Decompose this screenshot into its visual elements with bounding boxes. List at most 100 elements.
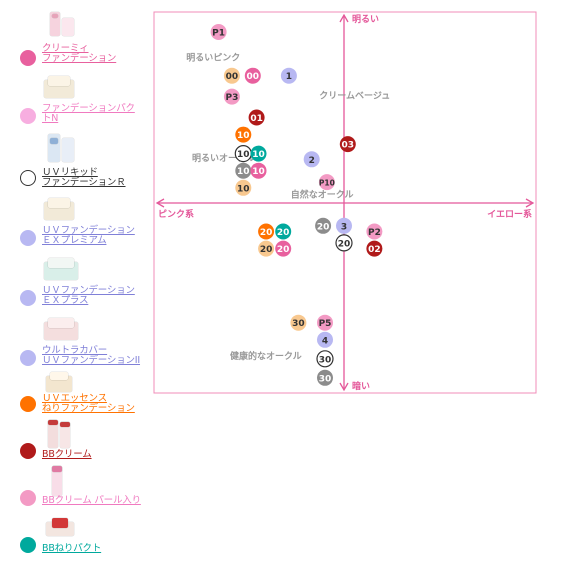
shade-point-marker	[258, 223, 275, 240]
shade-point-label: 10	[252, 167, 265, 177]
shade-point-marker	[317, 314, 333, 331]
shade-point-label: P3	[225, 93, 238, 103]
shade-point: 1	[280, 67, 297, 84]
shade-point-label: 10	[252, 150, 265, 160]
shade-point: 10	[250, 162, 267, 179]
shade-point: P3	[223, 88, 240, 105]
shade-point: 03	[339, 136, 356, 153]
shade-point-label: 3	[341, 222, 347, 232]
shade-point-marker	[223, 67, 240, 84]
shade-point-label: 20	[277, 245, 290, 255]
shade-point: 4	[317, 331, 333, 348]
legend-color-swatch	[20, 350, 36, 366]
shade-point-label: 10	[237, 131, 250, 141]
shade-point-marker	[303, 151, 320, 168]
shade-point: 20	[258, 240, 275, 257]
shade-point: 00	[223, 67, 240, 84]
shade-point-marker	[339, 136, 356, 153]
shade-point: 00	[244, 67, 261, 84]
legend-product-link[interactable]: ＵＶファンデーション ＥＸプラス	[42, 285, 135, 306]
shade-point-marker	[280, 67, 297, 84]
shade-point-label: 20	[260, 228, 273, 238]
shade-point-label: 30	[319, 355, 332, 365]
shade-point-marker	[315, 217, 332, 234]
legend-product-link[interactable]: BBクリーム パール入り	[42, 495, 141, 506]
shade-point-label: 2	[309, 156, 315, 166]
shade-point-label: 30	[319, 374, 332, 384]
shade-point-label: 00	[247, 72, 260, 82]
shade-point-marker	[248, 109, 265, 126]
shade-point-marker	[290, 314, 307, 331]
shade-point: 20	[275, 223, 292, 240]
axis-label-top: 明るい	[352, 14, 379, 25]
legend-color-swatch	[20, 230, 36, 246]
shade-point: 10	[235, 162, 252, 179]
shade-point: P10	[318, 174, 335, 191]
shade-point: 01	[248, 109, 265, 126]
axis-label-right: イエロー系	[487, 208, 532, 220]
legend-color-swatch	[20, 170, 36, 186]
axis-label-left: ピンク系	[158, 208, 194, 220]
legend-product-link[interactable]: ウルトラカバー ＵＶファンデーションII	[42, 345, 141, 366]
legend-product-link[interactable]: ＵＶファンデーション ＥＸプレミアム	[42, 225, 135, 246]
legend-color-swatch	[20, 396, 36, 412]
shade-point-marker	[235, 126, 252, 143]
shade-point-marker	[235, 179, 252, 196]
shade-point-marker	[223, 88, 240, 105]
shade-point: 10	[235, 126, 252, 143]
chart-frame	[153, 11, 537, 394]
shade-point-label: 10	[237, 184, 250, 194]
shade-point-marker	[235, 162, 252, 179]
legend-product-link[interactable]: クリーミィ ファンデーション	[42, 43, 117, 64]
shade-point-marker	[366, 240, 383, 257]
shade-point-marker	[275, 223, 292, 240]
legend-color-swatch	[20, 443, 36, 459]
shade-point: 10	[235, 179, 252, 196]
legend-color-swatch	[20, 50, 36, 66]
shade-point: 20	[258, 223, 275, 240]
shade-point-label: 03	[342, 141, 355, 151]
legend-product-link[interactable]: BBクリーム	[42, 449, 92, 460]
shade-point: 30	[317, 369, 333, 386]
shade-point-label: 20	[317, 222, 330, 232]
shade-point: 20	[315, 217, 332, 234]
shade-point-marker	[250, 145, 267, 162]
shade-point-label: 01	[250, 114, 263, 124]
shade-point-label: 20	[338, 239, 351, 249]
down-arrow-icon	[339, 382, 349, 392]
product-legend: クリーミィ ファンデーションファンデーションパク トN ＵＶリキッド ファンデーシ…	[0, 0, 152, 561]
shade-point: 02	[366, 240, 383, 257]
legend-color-swatch	[20, 108, 36, 124]
shade-point-marker	[336, 217, 352, 234]
shade-point: 2	[303, 151, 320, 168]
shade-point-marker	[335, 234, 353, 252]
shade-point-marker	[275, 240, 292, 257]
shade-point-marker	[317, 331, 333, 348]
shade-point-label: P5	[319, 319, 332, 329]
shade-point: 30	[290, 314, 307, 331]
shade-point-label: 30	[292, 319, 305, 329]
shade-point-label: 02	[368, 245, 381, 255]
legend-product-link[interactable]: BBねりパクト	[42, 543, 102, 554]
legend-product-link[interactable]: ファンデーションパク トN	[42, 103, 135, 124]
shade-point-label: 00	[226, 72, 239, 82]
legend-product-link[interactable]: ＵＶリキッド ファンデーションＲ	[42, 167, 126, 188]
shade-point-marker	[316, 350, 334, 368]
left-arrow-icon	[155, 198, 165, 208]
region-label: 自然なオークル	[291, 188, 354, 200]
shade-point-marker	[366, 223, 383, 240]
shade-point: 3	[336, 217, 352, 234]
up-arrow-icon	[339, 13, 349, 23]
shade-point: 10	[234, 145, 252, 163]
right-arrow-icon	[525, 198, 535, 208]
legend-product-link[interactable]: ＵＶエッセンス ねりファンデーション	[42, 393, 135, 414]
shade-point: 30	[316, 350, 334, 368]
shade-point-marker	[244, 67, 261, 84]
shade-point-marker	[210, 24, 227, 40]
region-label: クリームベージュ	[319, 91, 390, 102]
shade-point-label: 1	[286, 72, 292, 82]
shade-point-label: P1	[212, 29, 225, 39]
shade-point-marker	[318, 174, 335, 191]
shade-point-marker	[250, 162, 267, 179]
